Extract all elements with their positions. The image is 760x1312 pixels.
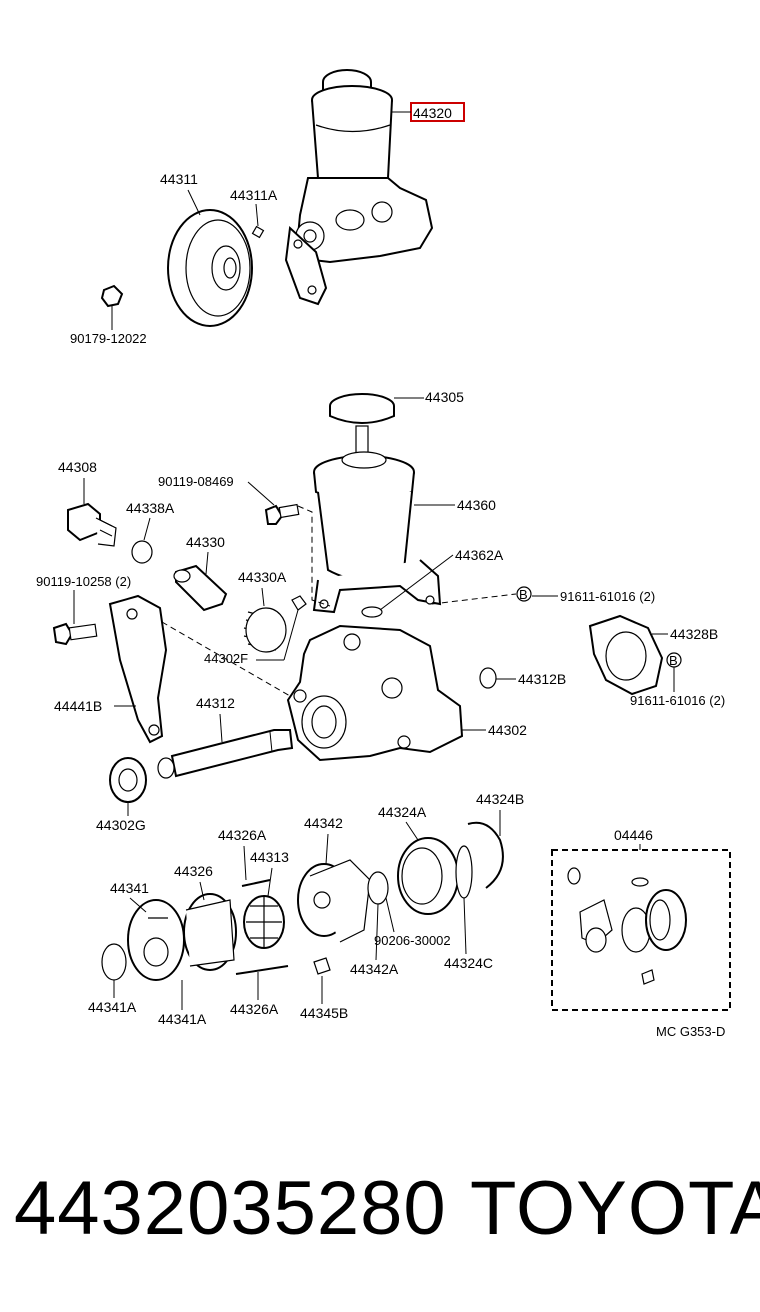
label-90179-12022[interactable]: 90179-12022	[70, 331, 147, 346]
label-44311[interactable]: 44311	[160, 171, 198, 187]
label-44338A[interactable]: 44338A	[126, 500, 175, 516]
label-44326A-top[interactable]: 44326A	[218, 827, 267, 843]
label-44324C[interactable]: 44324C	[444, 955, 493, 971]
label-44341A-left[interactable]: 44341A	[88, 999, 137, 1015]
label-44362A[interactable]: 44362A	[455, 547, 504, 563]
reservoir-cap-illustration	[329, 393, 395, 461]
label-44342A[interactable]: 44342A	[350, 961, 399, 977]
part-number: 4432035280	[14, 1166, 447, 1251]
label-91611-61016-b[interactable]: 91611-61016 (2)	[630, 693, 725, 708]
rotor-illustration	[243, 895, 285, 949]
label-44330A[interactable]: 44330A	[238, 569, 287, 585]
pulley-illustration	[167, 209, 253, 327]
label-04446[interactable]: 04446	[614, 827, 653, 843]
pressure-plate-illustration	[297, 859, 371, 943]
gasket-illustration	[588, 614, 664, 696]
footer: 4432035280 TOYOTA	[0, 1165, 760, 1275]
pump-assembly-illustration	[284, 69, 434, 306]
pump-bracket-illustration	[108, 594, 168, 744]
label-44308[interactable]: 44308	[58, 459, 97, 475]
side-plate-illustration	[127, 899, 185, 981]
label-44330[interactable]: 44330	[186, 534, 225, 550]
bolt-marker-a: B	[519, 587, 528, 602]
union-fitting-illustration	[67, 502, 117, 547]
label-44302G[interactable]: 44302G	[96, 817, 146, 833]
cam-ring-illustration	[183, 893, 237, 971]
label-44441B[interactable]: 44441B	[54, 698, 102, 714]
label-44341A-bottom[interactable]: 44341A	[158, 1011, 207, 1027]
label-44302[interactable]: 44302	[488, 722, 527, 738]
label-44305[interactable]: 44305	[425, 389, 464, 405]
shaft-illustration	[157, 729, 294, 779]
label-44324B[interactable]: 44324B	[476, 791, 524, 807]
reservoir-illustration	[312, 451, 442, 618]
label-44311A[interactable]: 44311A	[230, 187, 278, 203]
pump-housing-illustration	[286, 624, 464, 762]
label-44326[interactable]: 44326	[174, 863, 213, 879]
label-90119-10258[interactable]: 90119-10258 (2)	[36, 574, 131, 589]
diagram-code: MC G353-D	[656, 1024, 725, 1039]
flow-control-valve-illustration	[173, 564, 228, 612]
bolt-illustration	[264, 503, 300, 525]
label-90119-08469[interactable]: 90119-08469	[158, 474, 234, 489]
label-91611-61016-a[interactable]: 91611-61016 (2)	[560, 589, 655, 604]
label-44328B[interactable]: 44328B	[670, 626, 718, 642]
label-44341[interactable]: 44341	[110, 880, 149, 896]
end-cover-illustration	[397, 837, 459, 915]
bearing-illustration	[109, 757, 147, 803]
label-44345B[interactable]: 44345B	[300, 1005, 348, 1021]
label-44312B[interactable]: 44312B	[518, 671, 566, 687]
nut-illustration	[100, 284, 124, 308]
bracket-bolt-illustration	[52, 622, 98, 646]
label-44320[interactable]: 44320	[413, 105, 452, 121]
label-44326A-bottom[interactable]: 44326A	[230, 1001, 279, 1017]
label-44312[interactable]: 44312	[196, 695, 235, 711]
bolt-marker-b: B	[669, 653, 678, 668]
label-90206-30002[interactable]: 90206-30002	[374, 933, 451, 948]
gasket-kit-box	[551, 849, 731, 1011]
spring-illustration	[243, 607, 287, 653]
label-44360[interactable]: 44360	[457, 497, 496, 513]
brand-name: TOYOTA	[470, 1166, 760, 1251]
label-44342[interactable]: 44342	[304, 815, 343, 831]
label-44324A[interactable]: 44324A	[378, 804, 427, 820]
label-44313[interactable]: 44313	[250, 849, 289, 865]
